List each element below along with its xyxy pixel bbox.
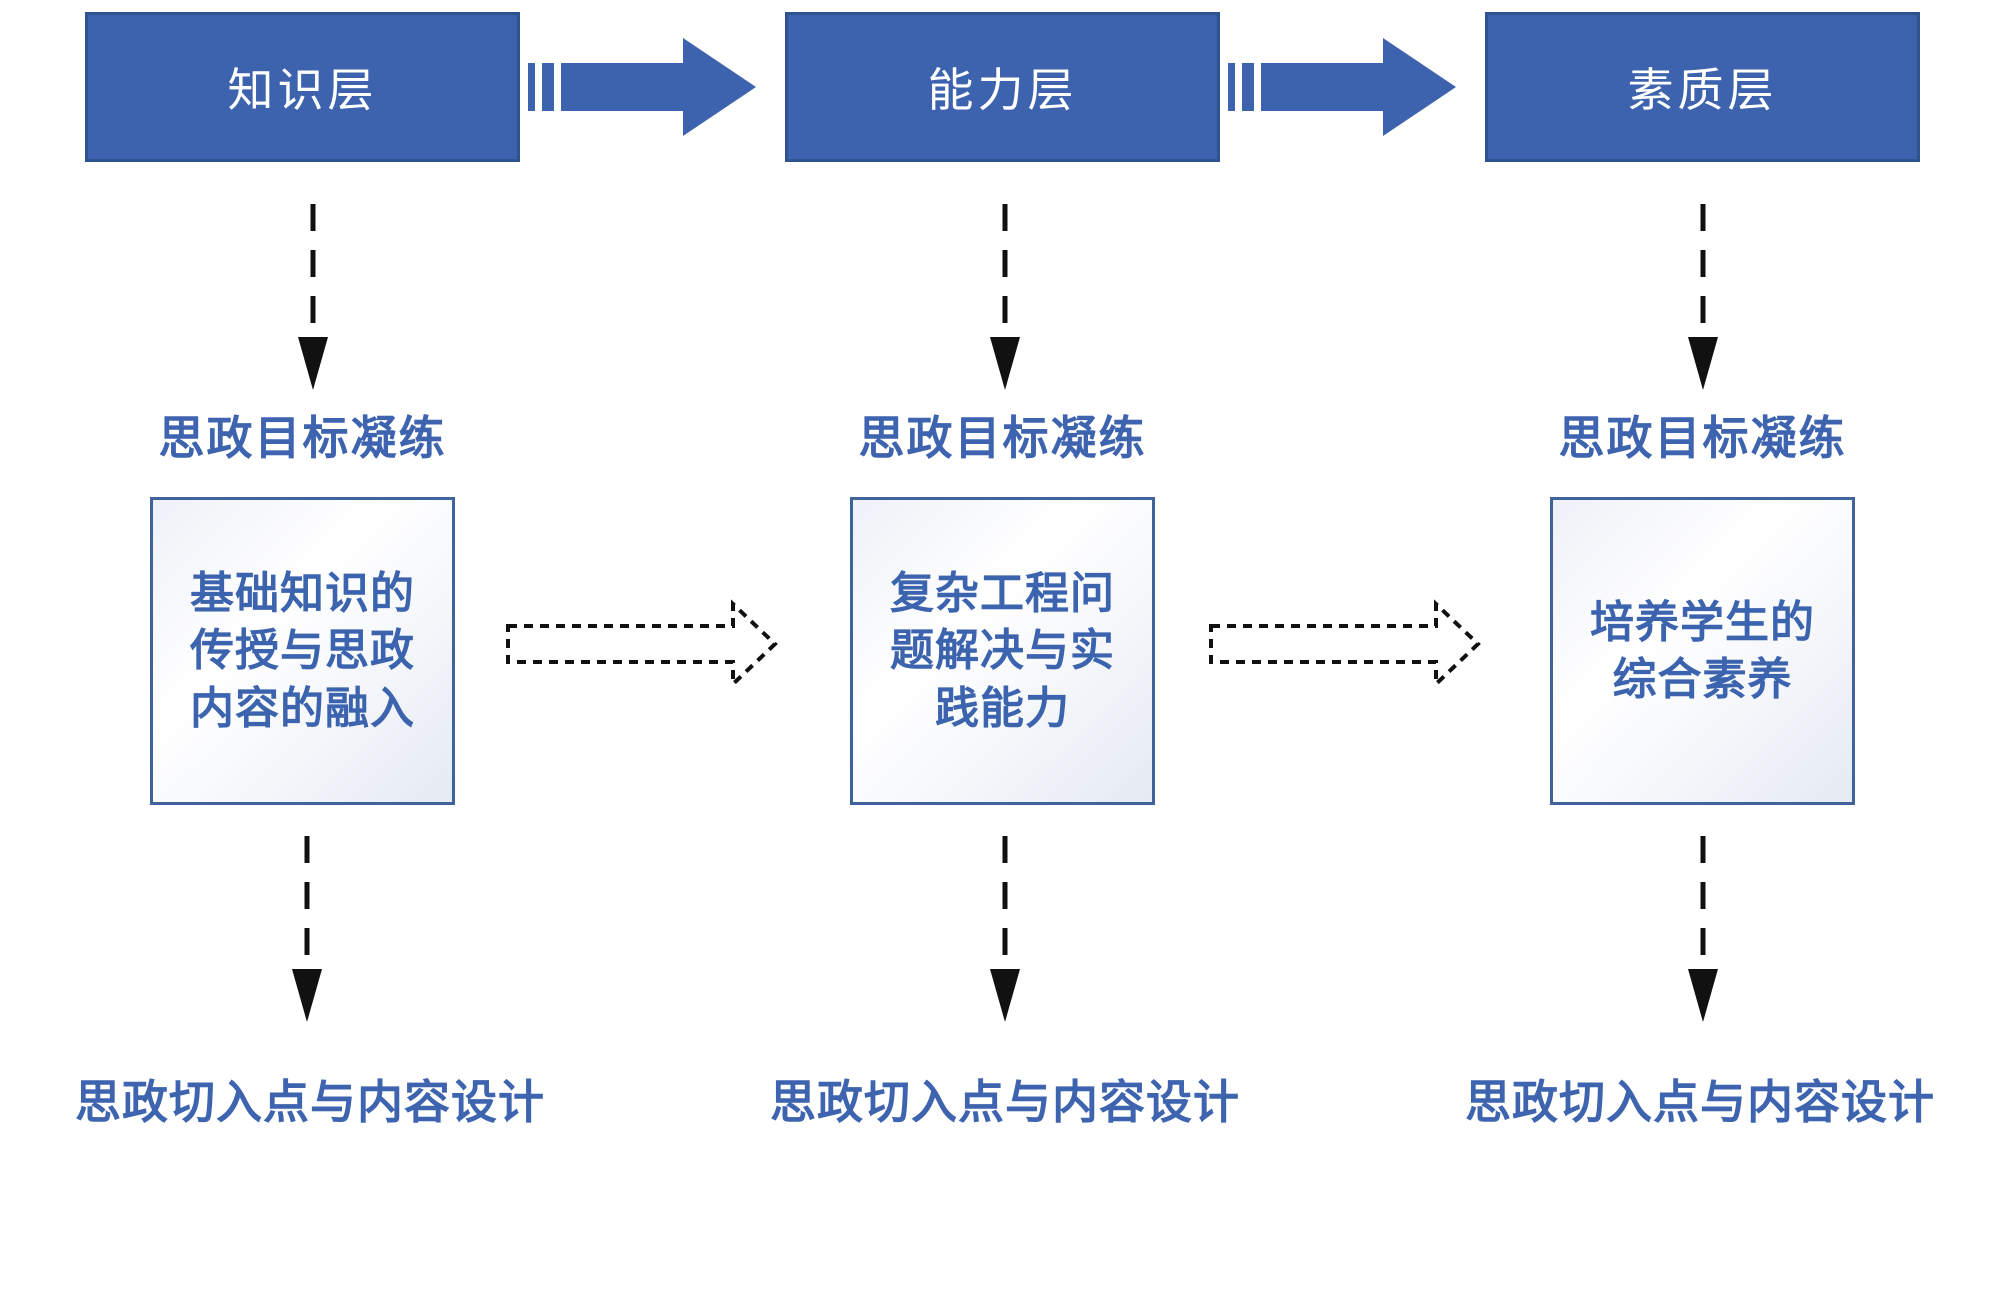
dashed-down-arrow-icon — [1688, 204, 1718, 390]
layer-box-label: 素质层 — [1627, 64, 1778, 116]
goal-label: 思政目标凝练 — [858, 412, 1147, 464]
dotted-right-arrow-icon — [1209, 599, 1481, 689]
layer-box-ability: 能力层 — [785, 12, 1220, 162]
dashed-down-arrow-icon — [298, 204, 328, 390]
content-box-ability: 复杂工程问题解决与实践能力 — [850, 497, 1155, 805]
layer-box-quality: 素质层 — [1485, 12, 1920, 162]
dashed-down-arrow-icon — [990, 836, 1020, 1022]
dashed-down-arrow-icon — [292, 836, 322, 1022]
dotted-right-arrow-icon — [506, 599, 778, 689]
striped-right-arrow-icon — [528, 38, 756, 136]
striped-right-arrow-icon — [1228, 38, 1456, 136]
dashed-down-arrow-icon — [990, 204, 1020, 390]
dashed-down-arrow-icon — [1688, 836, 1718, 1022]
content-box-text: 培养学生的综合素养 — [1590, 597, 1815, 704]
layer-box-knowledge: 知识层 — [85, 12, 520, 162]
content-box-quality: 培养学生的综合素养 — [1550, 497, 1855, 805]
goal-label: 思政目标凝练 — [158, 412, 447, 464]
content-box-text: 复杂工程问题解决与实践能力 — [890, 569, 1115, 733]
content-box-knowledge: 基础知识的传授与思政内容的融入 — [150, 497, 455, 805]
design-label: 思政切入点与内容设计 — [75, 1076, 545, 1128]
layer-box-label: 能力层 — [927, 64, 1078, 116]
layer-box-label: 知识层 — [227, 64, 378, 116]
design-label: 思政切入点与内容设计 — [1465, 1076, 1935, 1128]
goal-label: 思政目标凝练 — [1558, 412, 1847, 464]
content-box-text: 基础知识的传授与思政内容的融入 — [190, 569, 415, 733]
design-label: 思政切入点与内容设计 — [770, 1076, 1240, 1128]
